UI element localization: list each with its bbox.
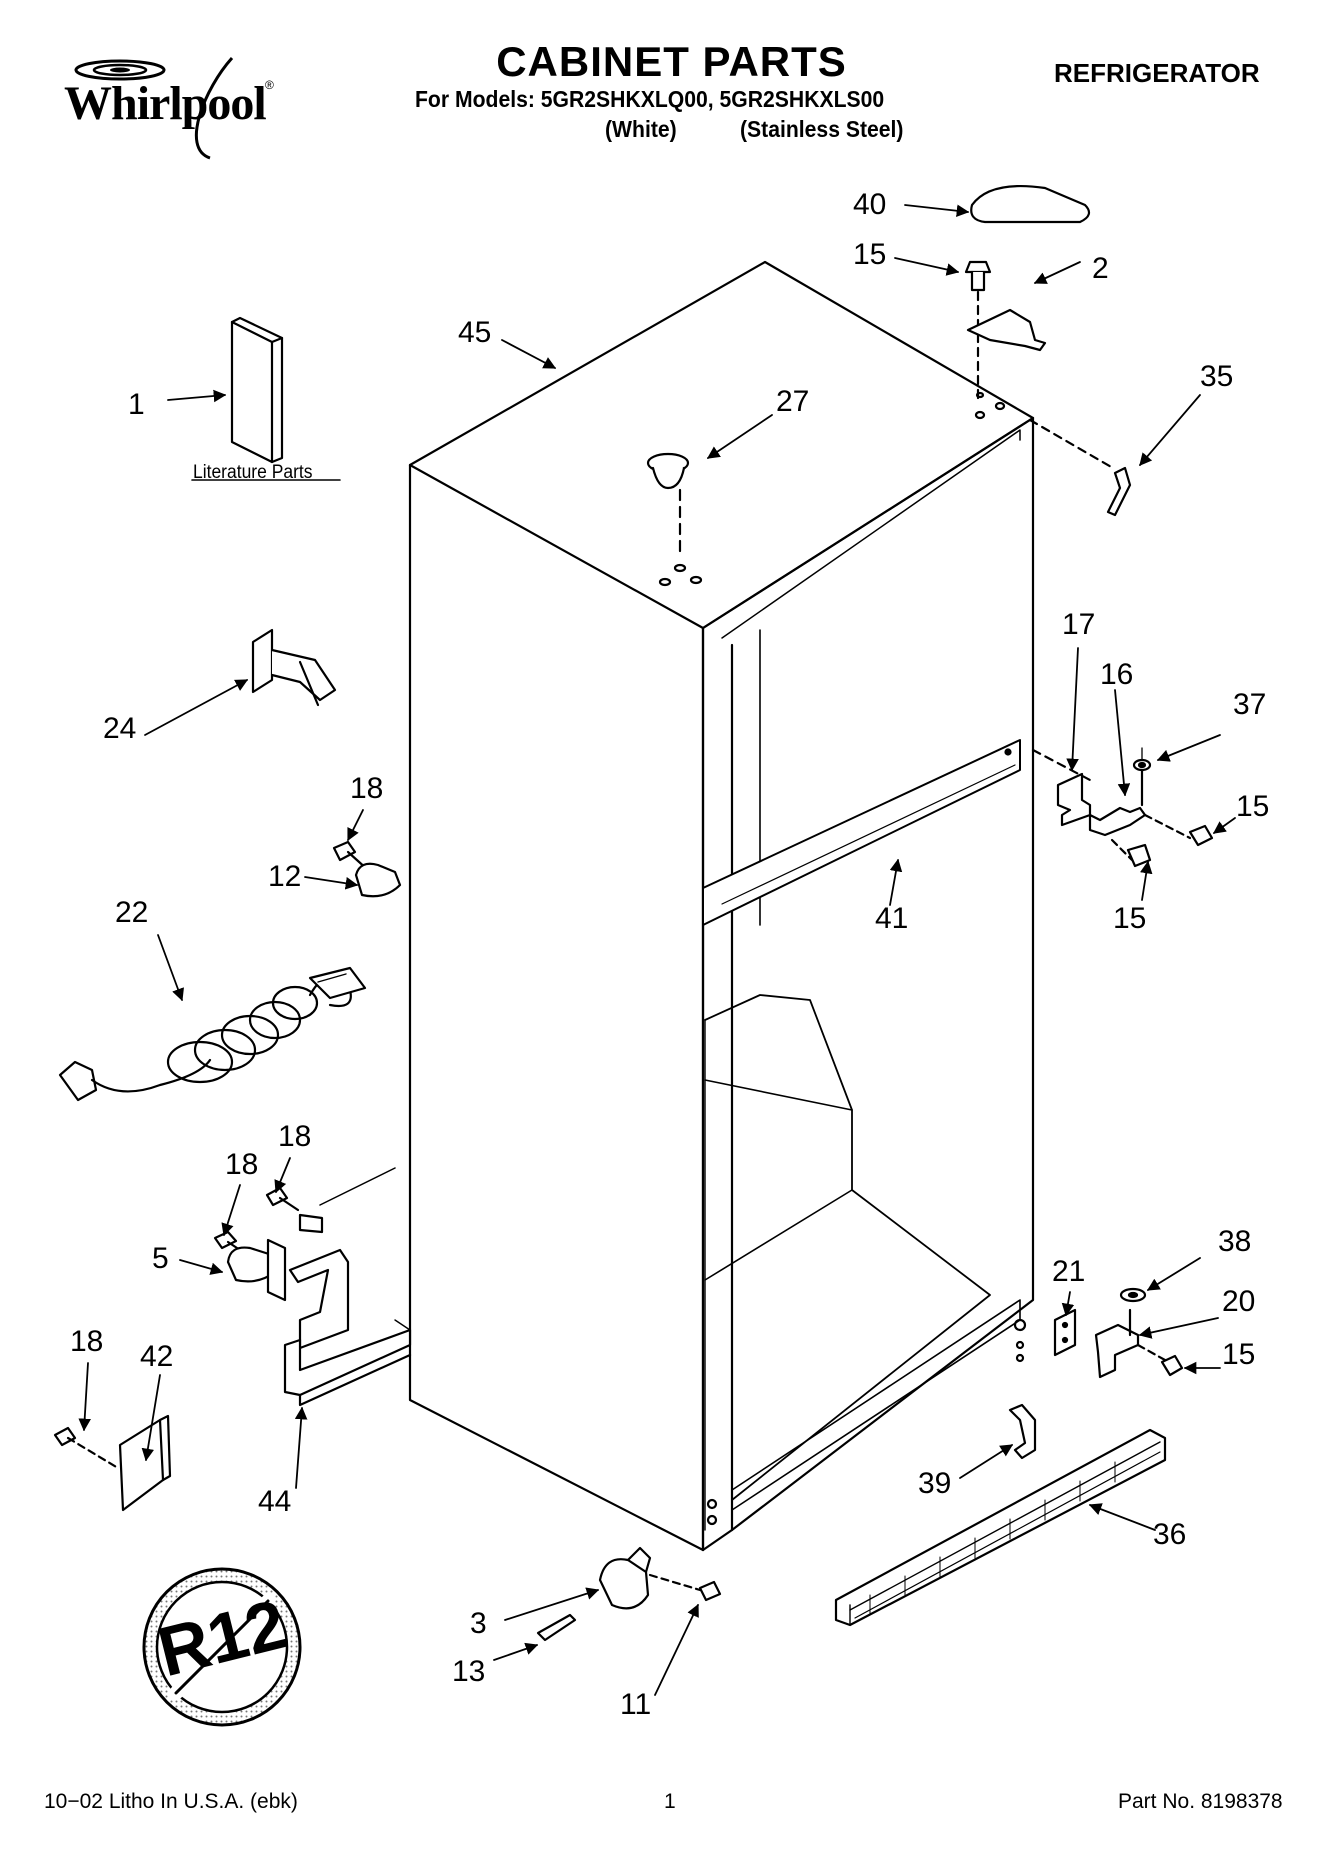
litho-info: 10−02 Litho In U.S.A. (ebk) — [44, 1790, 298, 1813]
page-title: CABINET PARTS — [496, 38, 847, 85]
callout-24: 24 — [103, 712, 137, 745]
callout-13: 13 — [452, 1655, 486, 1688]
literature-parts-booklet — [191, 316, 341, 481]
models-line: For Models: 5GR2SHKXLQ00, 5GR2SHKXLS00 — [415, 86, 885, 112]
hinge-shim — [1028, 418, 1132, 517]
callout-18-c: 18 — [70, 1325, 104, 1358]
callout-27: 27 — [776, 385, 810, 418]
brand-logo: Whirlpool ® — [60, 48, 290, 168]
toe-grille — [834, 1428, 1167, 1627]
callout-15-top: 15 — [853, 238, 887, 271]
top-plug — [646, 452, 690, 557]
whirlpool-swirl-icon — [74, 56, 234, 160]
leader-arrows — [78, 204, 1236, 1696]
cord-clamp-upper — [332, 840, 402, 898]
door-stop-pin — [251, 628, 337, 707]
center-hinge-assembly — [1031, 747, 1214, 868]
power-cord — [58, 966, 367, 1102]
callout-40: 40 — [853, 188, 887, 221]
trademark-symbol: ® — [265, 78, 274, 92]
callout-20: 20 — [1222, 1285, 1256, 1318]
callout-37: 37 — [1233, 688, 1267, 721]
callout-45: 45 — [458, 316, 492, 349]
callout-21: 21 — [1052, 1255, 1086, 1288]
callout-2: 2 — [1092, 252, 1109, 285]
no-r12-badge — [142, 1567, 302, 1727]
lower-hinge-assembly — [1053, 1287, 1184, 1379]
callout-15-lower-right: 15 — [1113, 902, 1147, 935]
callout-17: 17 — [1062, 608, 1096, 641]
callout-18-b: 18 — [225, 1148, 259, 1181]
callout-38: 38 — [1218, 1225, 1252, 1258]
hinge-cover — [970, 185, 1091, 224]
callout-12: 12 — [268, 860, 302, 893]
category-label: REFRIGERATOR — [1054, 58, 1260, 88]
cabinet-shell — [408, 260, 1035, 1552]
drain-cover — [53, 1414, 172, 1512]
callout-16: 16 — [1100, 658, 1134, 691]
roller-assembly — [536, 1546, 722, 1642]
brand-wordmark: Whirlpool — [64, 77, 267, 130]
callout-15-bottom: 15 — [1222, 1338, 1256, 1371]
callout-18-a: 18 — [278, 1120, 312, 1153]
variant-white: (White) — [605, 116, 677, 142]
callout-39: 39 — [918, 1467, 952, 1500]
callout-42: 42 — [140, 1340, 174, 1373]
callout-35: 35 — [1200, 360, 1234, 393]
variant-stainless: (Stainless Steel) — [740, 116, 904, 142]
callout-1: 1 — [128, 388, 145, 421]
grille-clip — [1008, 1403, 1037, 1460]
part-number: Part No. 8198378 — [1118, 1790, 1283, 1813]
callout-22: 22 — [115, 896, 149, 929]
literature-parts-label: Literature Parts — [193, 462, 313, 483]
callout-15-right: 15 — [1236, 790, 1270, 823]
compressor-cover — [283, 1248, 412, 1407]
callout-11: 11 — [620, 1688, 652, 1721]
callout-18-upper: 18 — [350, 772, 384, 805]
callout-44: 44 — [258, 1485, 292, 1518]
callout-3: 3 — [470, 1607, 487, 1640]
callout-5: 5 — [152, 1242, 169, 1275]
callout-41: 41 — [875, 902, 909, 935]
top-hinge-assembly — [964, 260, 1047, 402]
callout-36: 36 — [1153, 1518, 1187, 1551]
page-number: 1 — [664, 1790, 676, 1813]
